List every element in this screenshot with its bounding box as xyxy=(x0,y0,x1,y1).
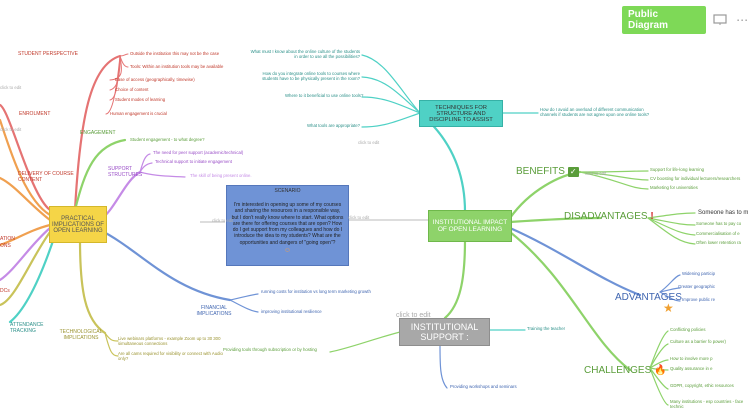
techniques-item[interactable]: How do I avoid an overload of different … xyxy=(540,107,650,117)
connector-advantages xyxy=(508,226,642,297)
disadvantage-item[interactable]: Often lower retention ra xyxy=(696,240,741,245)
benefit-item[interactable]: Marketing for universities xyxy=(650,185,698,190)
fire-icon: 🔥 xyxy=(654,365,667,376)
advantage-item[interactable]: Widening particip xyxy=(682,271,715,276)
label-financial[interactable]: FINANCIAL IMPLICATIONS xyxy=(196,305,232,317)
label-attendance[interactable]: ATTENDANCE TRACKING xyxy=(10,322,44,334)
disadvantage-item[interactable]: Commercialisation of e xyxy=(696,231,740,236)
challenge-item[interactable]: Many institutions - esp countries - face… xyxy=(670,399,744,409)
technological-item[interactable]: Live webinars platforms - example Zoom u… xyxy=(118,336,221,346)
support-structure-item[interactable]: The skill of being present online. xyxy=(190,173,252,178)
label-challenges[interactable]: CHALLENGES 🔥 xyxy=(584,365,667,376)
click-to-edit[interactable]: click to edit xyxy=(585,171,607,176)
disadvantage-item[interactable]: Someone has to pay co xyxy=(696,221,742,226)
label-benefits[interactable]: BENEFITS ✓ xyxy=(516,166,579,178)
click-to-edit[interactable]: click to edit xyxy=(0,127,22,132)
engagement-item[interactable]: Student engagement - to what degree? xyxy=(130,137,205,142)
support-structure-item[interactable]: Technical support to initiate engagement xyxy=(155,159,232,164)
node-practical-implications[interactable]: PRACTICAL IMPLICATIONS OF OPEN LEARNING xyxy=(49,206,107,243)
student-item[interactable]: Student modes of learning xyxy=(115,97,166,102)
label-ation[interactable]: ATION xyxy=(0,236,15,242)
techniques-item[interactable]: What must I know about the online cultur… xyxy=(250,49,360,59)
label-student-perspective[interactable]: STUDENT PERSPECTIVE xyxy=(18,51,78,57)
star-icon: ★ xyxy=(663,301,674,315)
student-item[interactable]: Human engagement is crucial xyxy=(110,111,167,116)
financial-item[interactable]: improving institutional resilience xyxy=(261,309,322,314)
student-item[interactable]: Outside the institution this may not be … xyxy=(130,51,220,56)
label-engagement[interactable]: ENGAGEMENT xyxy=(80,130,116,136)
advantage-item[interactable]: Improve public re xyxy=(682,297,715,302)
support-item[interactable]: Providing workshops and seminars xyxy=(450,384,517,389)
smiley-icon: ☺ xyxy=(283,246,292,254)
click-to-edit[interactable]: click to edit xyxy=(396,312,431,319)
challenge-item[interactable]: Quality assurance in e xyxy=(670,366,713,371)
click-to-edit[interactable]: click to edit xyxy=(0,85,22,90)
check-icon: ✓ xyxy=(567,167,579,177)
financial-item[interactable]: running costs for institution vs long te… xyxy=(261,289,371,294)
scenario-card[interactable]: SCENARIO I'm interested in opening up so… xyxy=(226,185,349,266)
challenge-item[interactable]: How to involve more p xyxy=(670,356,713,361)
challenge-item[interactable]: Culture as a barrier fo power) xyxy=(670,339,726,344)
scenario-title: SCENARIO xyxy=(274,188,301,194)
support-structure-item[interactable]: The need for peer support (academic/tech… xyxy=(153,150,244,155)
connector-financial xyxy=(98,228,232,302)
support-item[interactable]: Providing tools through subscription or … xyxy=(223,347,317,352)
exclamation-icon: ! xyxy=(650,211,654,222)
techniques-item[interactable]: How do you integrate online tools to cou… xyxy=(262,71,360,81)
disadvantage-item[interactable]: Someone has to m xyxy=(698,210,749,216)
presentation-icon[interactable] xyxy=(712,13,728,27)
student-item[interactable]: Tools: Within an institution tools may b… xyxy=(130,64,224,69)
connector-challenges xyxy=(508,230,632,372)
techniques-item[interactable]: What tools are appropriate? xyxy=(307,123,361,128)
node-institutional-impact[interactable]: INSTITUTIONAL IMPACT OF OPEN LEARNING xyxy=(428,210,512,242)
label-enrolment[interactable]: ENROLMENT xyxy=(19,111,51,117)
connector-support xyxy=(443,238,467,320)
advantage-item[interactable]: Greater geographic xyxy=(678,284,716,289)
click-to-edit[interactable]: click to edit xyxy=(348,215,370,220)
benefit-item[interactable]: CV boosting for individual lecturers/res… xyxy=(650,176,741,181)
label-support-structures[interactable]: SUPPORT STRUCTURES xyxy=(108,166,143,178)
click-to-edit[interactable]: click to edit xyxy=(358,140,380,145)
label-technological[interactable]: TECHNOLOGICAL IMPLICATIONS xyxy=(59,329,103,341)
connector-disadvantages xyxy=(508,216,602,224)
label-delivery[interactable]: DELIVERY OF COURSE CONTENT xyxy=(18,171,74,183)
connector-technological xyxy=(78,238,107,335)
support-item[interactable]: Training the teacher xyxy=(527,326,566,331)
connector-techniques xyxy=(418,111,467,214)
connector-student-perspective xyxy=(73,54,122,212)
label-ons[interactable]: ONS xyxy=(0,243,11,249)
connector-engagement xyxy=(73,138,127,212)
public-diagram-badge[interactable]: Public Diagram xyxy=(622,6,707,34)
benefit-item[interactable]: Support for life-long learning xyxy=(650,167,704,172)
click-to-edit[interactable]: click to edit xyxy=(212,218,234,223)
more-icon[interactable]: ⋯ xyxy=(736,13,749,27)
techniques-item[interactable]: Where to it beneficial to use online too… xyxy=(285,93,364,98)
label-advantages[interactable]: ADVANTAGES xyxy=(615,292,682,303)
scenario-text: I'm interested in opening up some of my … xyxy=(231,202,344,246)
student-item[interactable]: Choice of content xyxy=(115,87,149,92)
challenge-item[interactable]: Conflicting policies xyxy=(670,327,706,332)
student-item[interactable]: Ease of access (geographically, timewise… xyxy=(115,77,195,82)
technological-item[interactable]: Are all cams required for visibility or … xyxy=(118,351,223,361)
node-institutional-support[interactable]: INSTITUTIONAL SUPPORT : xyxy=(399,318,490,346)
label-dcs[interactable]: DCs xyxy=(0,288,10,294)
top-toolbar: Public Diagram ⋯ xyxy=(622,6,750,34)
challenge-item[interactable]: GDPR, copyright, ethic resources xyxy=(670,383,734,388)
node-techniques[interactable]: TECHNIQUES FOR STRUCTURE AND DISCIPLINE … xyxy=(419,100,503,127)
label-disadvantages[interactable]: DISADVANTAGES ! xyxy=(564,211,654,222)
